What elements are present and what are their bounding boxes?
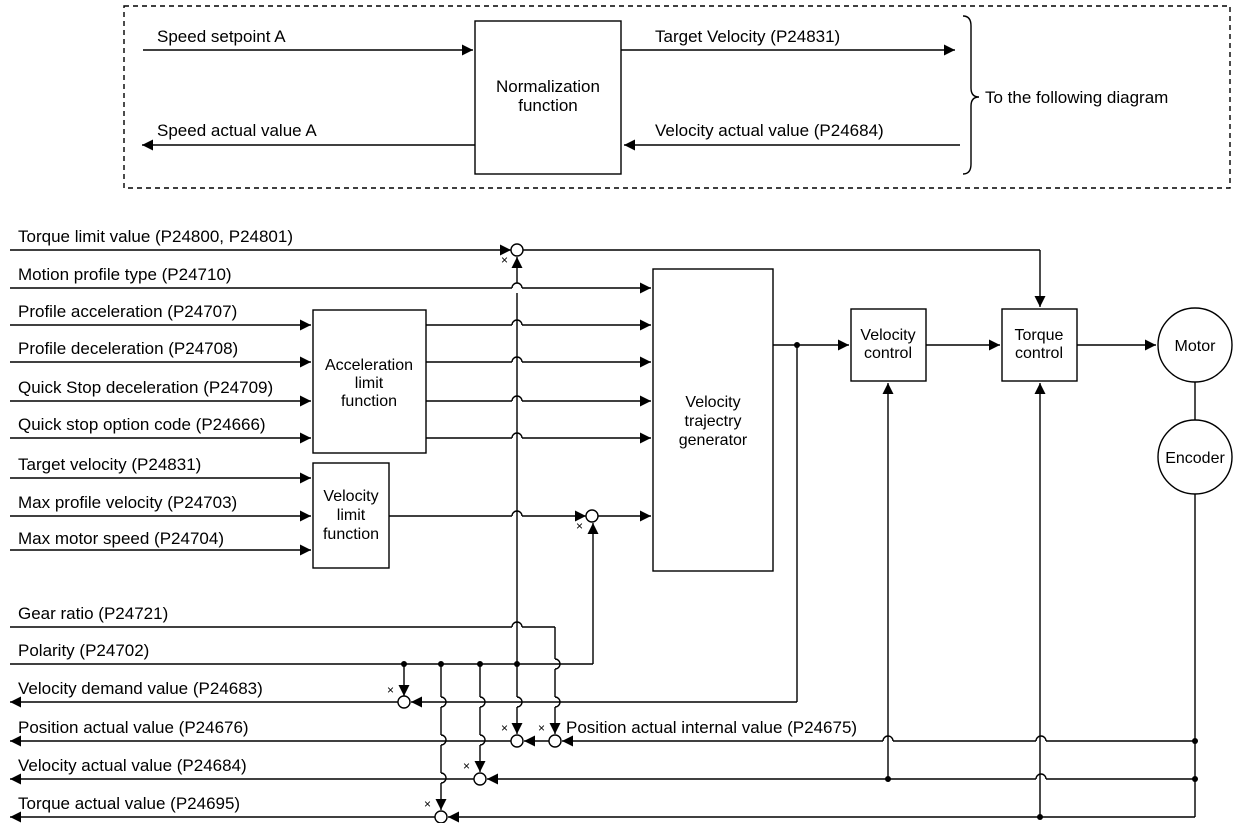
accel-block-line2: limit — [355, 375, 384, 392]
vlimit-block-line2: limit — [337, 507, 366, 524]
gear-ratio-label: Gear ratio (P24721) — [18, 604, 168, 623]
crossover — [511, 621, 523, 628]
multiplier-node — [548, 734, 562, 748]
accel-block-line3: function — [341, 393, 397, 410]
multiplier-node — [510, 734, 524, 748]
motor-label: Motor — [1175, 338, 1217, 355]
max-profile-velocity-label: Max profile velocity (P24703) — [18, 493, 237, 512]
normalization-title: Normalization — [496, 77, 600, 96]
vlimit-block-line1: Velocity — [323, 488, 378, 505]
velctl-block-line2: control — [864, 345, 912, 362]
multiplier-node — [473, 772, 487, 786]
dashed-panel-border — [123, 5, 1231, 189]
profile-acceleration-label: Profile acceleration (P24707) — [18, 302, 237, 321]
accel-block-line1: Acceleration — [325, 357, 413, 374]
velocity-trajectory-generator-block — [652, 268, 774, 572]
multiply-sign: × — [387, 683, 394, 697]
junction-dot — [401, 661, 407, 667]
acceleration-limit-block — [312, 309, 427, 454]
position-actual-internal-label: Position actual internal value (P24675) — [566, 718, 857, 737]
multiply-sign: × — [576, 519, 583, 533]
junction-dot — [514, 661, 520, 667]
crossover — [511, 282, 523, 289]
velocity-actual-label: Velocity actual value (P24684) — [655, 121, 884, 140]
normalization-function-block — [474, 20, 622, 175]
multiplier-node — [434, 810, 448, 823]
junction-dot — [1037, 814, 1043, 820]
velctl-block-line1: Velocity — [860, 327, 915, 344]
torque-actual-label: Torque actual value (P24695) — [18, 794, 240, 813]
velocity-demand-label: Velocity demand value (P24683) — [18, 679, 263, 698]
crossover — [440, 772, 447, 784]
traj-block-line1: Velocity — [685, 394, 740, 411]
junction-dot — [477, 661, 483, 667]
junction-dot — [1192, 738, 1198, 744]
speed-actual-label: Speed actual value A — [157, 121, 317, 140]
vlimit-block-line3: function — [323, 526, 379, 543]
profile-deceleration-label: Profile deceleration (P24708) — [18, 339, 238, 358]
crossover — [1035, 735, 1047, 742]
crossover — [479, 734, 486, 746]
to-following-diagram-label: To the following diagram — [985, 88, 1168, 107]
target-velocity-label: Target Velocity (P24831) — [655, 27, 840, 46]
crossover — [1035, 773, 1047, 780]
multiply-sign: × — [501, 721, 508, 735]
multiplier-node — [397, 695, 411, 709]
motion-profile-type-label: Motion profile type (P24710) — [18, 265, 232, 284]
torque-limit-label: Torque limit value (P24800, P24801) — [18, 227, 293, 246]
multiplier-node — [585, 509, 599, 523]
encoder-label: Encoder — [1165, 450, 1225, 467]
max-motor-speed-label: Max motor speed (P24704) — [18, 529, 224, 548]
torqctl-block-line1: Torque — [1015, 327, 1064, 344]
junction-dot — [438, 661, 444, 667]
traj-block-line3: generator — [679, 432, 748, 449]
position-actual-label: Position actual value (P24676) — [18, 718, 249, 737]
crossover — [440, 734, 447, 746]
junction-dot — [794, 342, 800, 348]
multiply-sign: × — [501, 253, 508, 267]
multiply-sign: × — [424, 797, 431, 811]
multiply-sign: × — [538, 721, 545, 735]
torqctl-block-line2: control — [1015, 345, 1063, 362]
polarity-label: Polarity (P24702) — [18, 641, 149, 660]
quick-stop-deceleration-label: Quick Stop deceleration (P24709) — [18, 378, 273, 397]
normalization-subtitle: function — [518, 96, 578, 115]
quick-stop-option-label: Quick stop option code (P24666) — [18, 415, 266, 434]
multiply-sign: × — [463, 759, 470, 773]
traj-block-line2: trajectry — [685, 413, 742, 430]
target-velocity-input-label: Target velocity (P24831) — [18, 455, 201, 474]
brace — [962, 15, 980, 175]
velocity-actual-output-label: Velocity actual value (P24684) — [18, 756, 247, 775]
junction-dot — [885, 776, 891, 782]
speed-setpoint-label: Speed setpoint A — [157, 27, 286, 46]
multiplier-node — [510, 243, 524, 257]
junction-dot — [1192, 776, 1198, 782]
